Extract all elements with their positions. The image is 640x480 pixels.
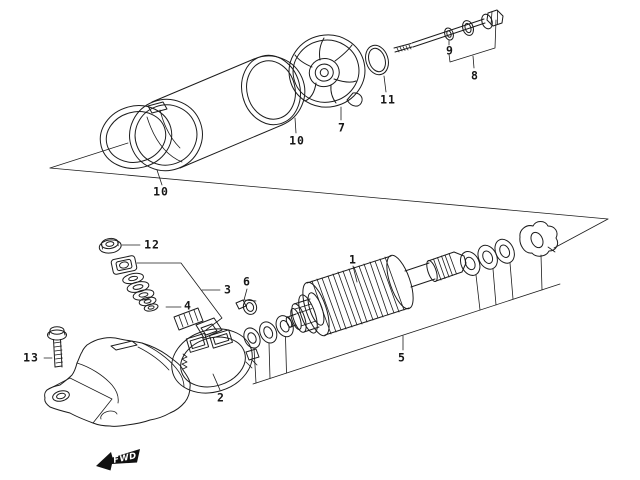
callout-5: 5 <box>398 335 406 365</box>
terminal-washer-set-drawing <box>110 255 159 312</box>
callout-5-label: 5 <box>398 351 406 365</box>
brush-holder-drawing <box>171 307 260 394</box>
callout-10-rear-label: 10 <box>289 134 305 148</box>
callout-4-label: 4 <box>184 299 192 313</box>
shim-set-rear-drawing <box>252 221 561 385</box>
axis-line-return <box>553 218 609 249</box>
callout-3-bracket <box>136 262 223 331</box>
callout-3-label: 3 <box>224 283 232 297</box>
seal-ring-drawing <box>365 44 389 76</box>
callout-10-front-leader <box>156 169 163 186</box>
armature-laminations <box>311 256 405 335</box>
callout-4: 4 <box>165 299 192 313</box>
axis-line-main <box>49 167 609 220</box>
callout-7: 7 <box>338 106 346 135</box>
callout-10-rear-leader <box>294 117 297 134</box>
callout-9: 9 <box>446 39 454 58</box>
callout-13: 13 <box>23 351 53 365</box>
callout-10-rear: 10 <box>289 117 305 148</box>
callout-3: 3 <box>136 262 232 331</box>
callout-13-label: 13 <box>23 351 39 365</box>
fwd-label: FWD <box>112 451 137 466</box>
callout-11-leader <box>383 75 387 93</box>
wire-clamp-drawing <box>235 299 258 315</box>
o-ring-rear-drawing <box>241 54 301 126</box>
callout-6-label: 6 <box>243 275 251 289</box>
callout-6: 6 <box>243 275 251 301</box>
callout-9-label: 9 <box>446 44 454 58</box>
callout-2-label: 2 <box>217 391 225 405</box>
callout-11-label: 11 <box>380 93 396 107</box>
callout-10-front: 10 <box>153 169 169 199</box>
through-bolt-collar <box>462 20 474 36</box>
front-housing-drawing <box>44 337 191 427</box>
axis-construction-lines <box>49 142 609 249</box>
callout-11: 11 <box>380 75 396 107</box>
callout-12-label: 12 <box>144 238 160 252</box>
fwd-arrow-icon <box>96 449 140 471</box>
shim-set-bracket-line <box>252 283 561 385</box>
callout-2: 2 <box>212 373 225 405</box>
callout-6-leader <box>243 288 248 301</box>
through-bolt-washer <box>444 27 454 41</box>
axis-line-oring <box>49 142 129 169</box>
o-ring-front-drawing <box>99 105 173 169</box>
callout-7-label: 7 <box>338 121 346 135</box>
callout-10-front-label: 10 <box>153 185 169 199</box>
terminal-nut-drawing <box>98 237 122 254</box>
fwd-direction-marker: FWD <box>96 449 140 471</box>
callout-1-label: 1 <box>349 253 357 267</box>
callout-8-leader <box>472 55 475 69</box>
shim-set-front-drawing <box>243 315 294 384</box>
yoke-housing-drawing <box>129 55 306 172</box>
callout-1: 1 <box>349 253 358 283</box>
callout-2-leader <box>212 373 221 391</box>
end-cover-drawing <box>288 34 366 108</box>
mounting-bolt-drawing <box>47 326 67 368</box>
callout-8-bracket <box>448 19 497 63</box>
through-bolt-drawing <box>393 9 504 53</box>
callout-12: 12 <box>121 238 160 252</box>
callout-8: 8 <box>448 19 497 83</box>
callout-1-leader <box>352 265 358 283</box>
armature-drawing <box>285 251 467 337</box>
through-bolt-head <box>481 9 504 30</box>
callout-8-label: 8 <box>471 69 479 83</box>
